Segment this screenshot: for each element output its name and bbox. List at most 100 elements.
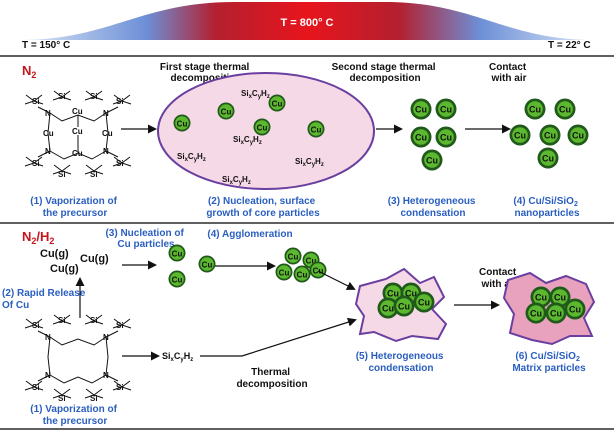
top-precursor-molecule: Si Si Si Si Si Si Si Si N N N N Cu Cu Cu…: [24, 90, 132, 179]
cu-label: Cu: [387, 289, 399, 299]
condensed-cu-particle: Cu: [435, 126, 457, 148]
cu-label: Cu: [544, 131, 556, 141]
ellipse-sixcyhz: SixCyHz: [233, 135, 262, 146]
bottom-contact-air-label: Contact with air: [479, 267, 519, 290]
nanoparticle: Cu: [509, 124, 531, 146]
cu-gas-3: Cu(g): [50, 263, 79, 275]
cu-label: Cu: [529, 105, 541, 115]
ellipse-cu-particle: Cu: [173, 114, 191, 132]
ellipse-sixcyhz: SixCyHz: [222, 175, 251, 186]
cu-label: Cu: [542, 154, 554, 164]
condensed-cu-particle: Cu: [435, 98, 457, 120]
svg-text:Si: Si: [58, 170, 66, 179]
svg-text:Cu: Cu: [72, 127, 83, 136]
svg-text:Si: Si: [90, 92, 98, 101]
cu-label: Cu: [440, 105, 452, 115]
svg-text:N: N: [45, 147, 51, 156]
svg-text:Si: Si: [32, 97, 40, 106]
nucleated-cu-particle: Cu: [198, 255, 216, 273]
cu-label: Cu: [559, 105, 571, 115]
bottom-caption-step4: (4) Agglomeration: [207, 229, 292, 240]
cu-label: Cu: [530, 309, 542, 319]
matrix-cu-particle: Cu: [564, 298, 586, 320]
condensation-cu-particle: Cu: [382, 282, 404, 304]
svg-text:Cu: Cu: [72, 149, 83, 158]
svg-text:Cu: Cu: [43, 129, 54, 138]
cu-label: Cu: [306, 257, 317, 266]
bottom-precursor-molecule: Si Si Si Si Si Si Si Si N N N N: [24, 314, 132, 403]
top-caption-step2: (2) Nucleation, surface growth of core p…: [206, 196, 320, 219]
svg-text:N: N: [103, 109, 109, 118]
cu-label: Cu: [418, 298, 430, 308]
cu-label: Cu: [297, 271, 308, 280]
matrix-cu-particle: Cu: [549, 286, 571, 308]
condensed-cu-particle: Cu: [410, 98, 432, 120]
agglomerated-cu-particle: Cu: [293, 265, 311, 283]
condensation-cu-particle: Cu: [393, 295, 415, 317]
temperature-curve: [20, 2, 595, 40]
condensed-cu-particle: Cu: [421, 149, 443, 171]
cu-label: Cu: [177, 120, 188, 129]
cu-label: Cu: [311, 126, 322, 135]
svg-text:N: N: [103, 333, 109, 342]
cu-gas-1: Cu(g): [40, 248, 69, 260]
first-stage-label: First stage thermal decomposition: [160, 62, 252, 84]
bottom-caption-step5: (5) Heterogeneous condensation: [356, 351, 447, 374]
top-caption-step1: (1) Vaporization of the precursor: [30, 196, 119, 219]
cu-label: Cu: [172, 276, 183, 285]
to-condensation-arrow-upper: [317, 270, 356, 290]
cu-label: Cu: [440, 133, 452, 143]
ellipse-sixcyhz: SixCyHz: [241, 89, 270, 100]
matrix-cu-particle: Cu: [530, 286, 552, 308]
nanoparticle: Cu: [554, 98, 576, 120]
svg-text:N: N: [45, 333, 51, 342]
svg-text:Si: Si: [32, 159, 40, 168]
ellipse-sixcyhz: SixCyHz: [295, 157, 324, 168]
svg-text:N: N: [45, 371, 51, 380]
ellipse-cu-particle: Cu: [268, 94, 286, 112]
cu-label: Cu: [554, 293, 566, 303]
top-section: N2 First stage thermal decomposition Sec…: [22, 62, 589, 219]
bottom-caption-step6: (6) Cu/Si/SiO2 Matrix particles: [512, 351, 586, 374]
svg-text:Cu: Cu: [72, 107, 83, 116]
cu-label: Cu: [572, 131, 584, 141]
agglomerated-cu-particle: Cu: [309, 261, 327, 279]
bottom-caption-step3: (3) Nucleation of Cu particles: [105, 228, 186, 250]
cu-label: Cu: [514, 131, 526, 141]
condensation-cu-particle: Cu: [400, 282, 422, 304]
svg-text:N: N: [45, 109, 51, 118]
nanoparticle: Cu: [539, 124, 561, 146]
condensed-cu-particle: Cu: [410, 126, 432, 148]
nanoparticle: Cu: [567, 124, 589, 146]
ellipse-cu-particle: Cu: [253, 118, 271, 136]
cu-label: Cu: [569, 305, 581, 315]
cu-label: Cu: [415, 133, 427, 143]
top-contact-air-label: Contact with air: [489, 62, 529, 84]
svg-text:N: N: [103, 371, 109, 380]
cu-label: Cu: [426, 156, 438, 166]
svg-text:Si: Si: [58, 394, 66, 403]
bottom-thermal-decomposition-label: Thermal decomposition: [236, 367, 307, 390]
ellipse-cu-particle: Cu: [217, 102, 235, 120]
bottom-sixcyhz: SixCyHz: [162, 351, 193, 363]
cu-label: Cu: [272, 100, 283, 109]
svg-text:Si: Si: [90, 316, 98, 325]
svg-text:Si: Si: [116, 383, 124, 392]
svg-text:N: N: [103, 147, 109, 156]
second-stage-label: Second stage thermal decomposition: [332, 62, 439, 84]
agglomerated-cu-particle: Cu: [284, 247, 302, 265]
cu-label: Cu: [398, 302, 410, 312]
peak-temperature-label: T = 800° C: [280, 17, 333, 29]
nanoparticle: Cu: [524, 98, 546, 120]
matrix-cu-particle: Cu: [545, 302, 567, 324]
top-atmosphere-label: N2: [22, 63, 36, 80]
cu-label: Cu: [535, 293, 547, 303]
svg-text:Si: Si: [116, 159, 124, 168]
top-caption-step4: (4) Cu/Si/SiO2 nanoparticles: [513, 196, 580, 219]
svg-text:Si: Si: [32, 383, 40, 392]
